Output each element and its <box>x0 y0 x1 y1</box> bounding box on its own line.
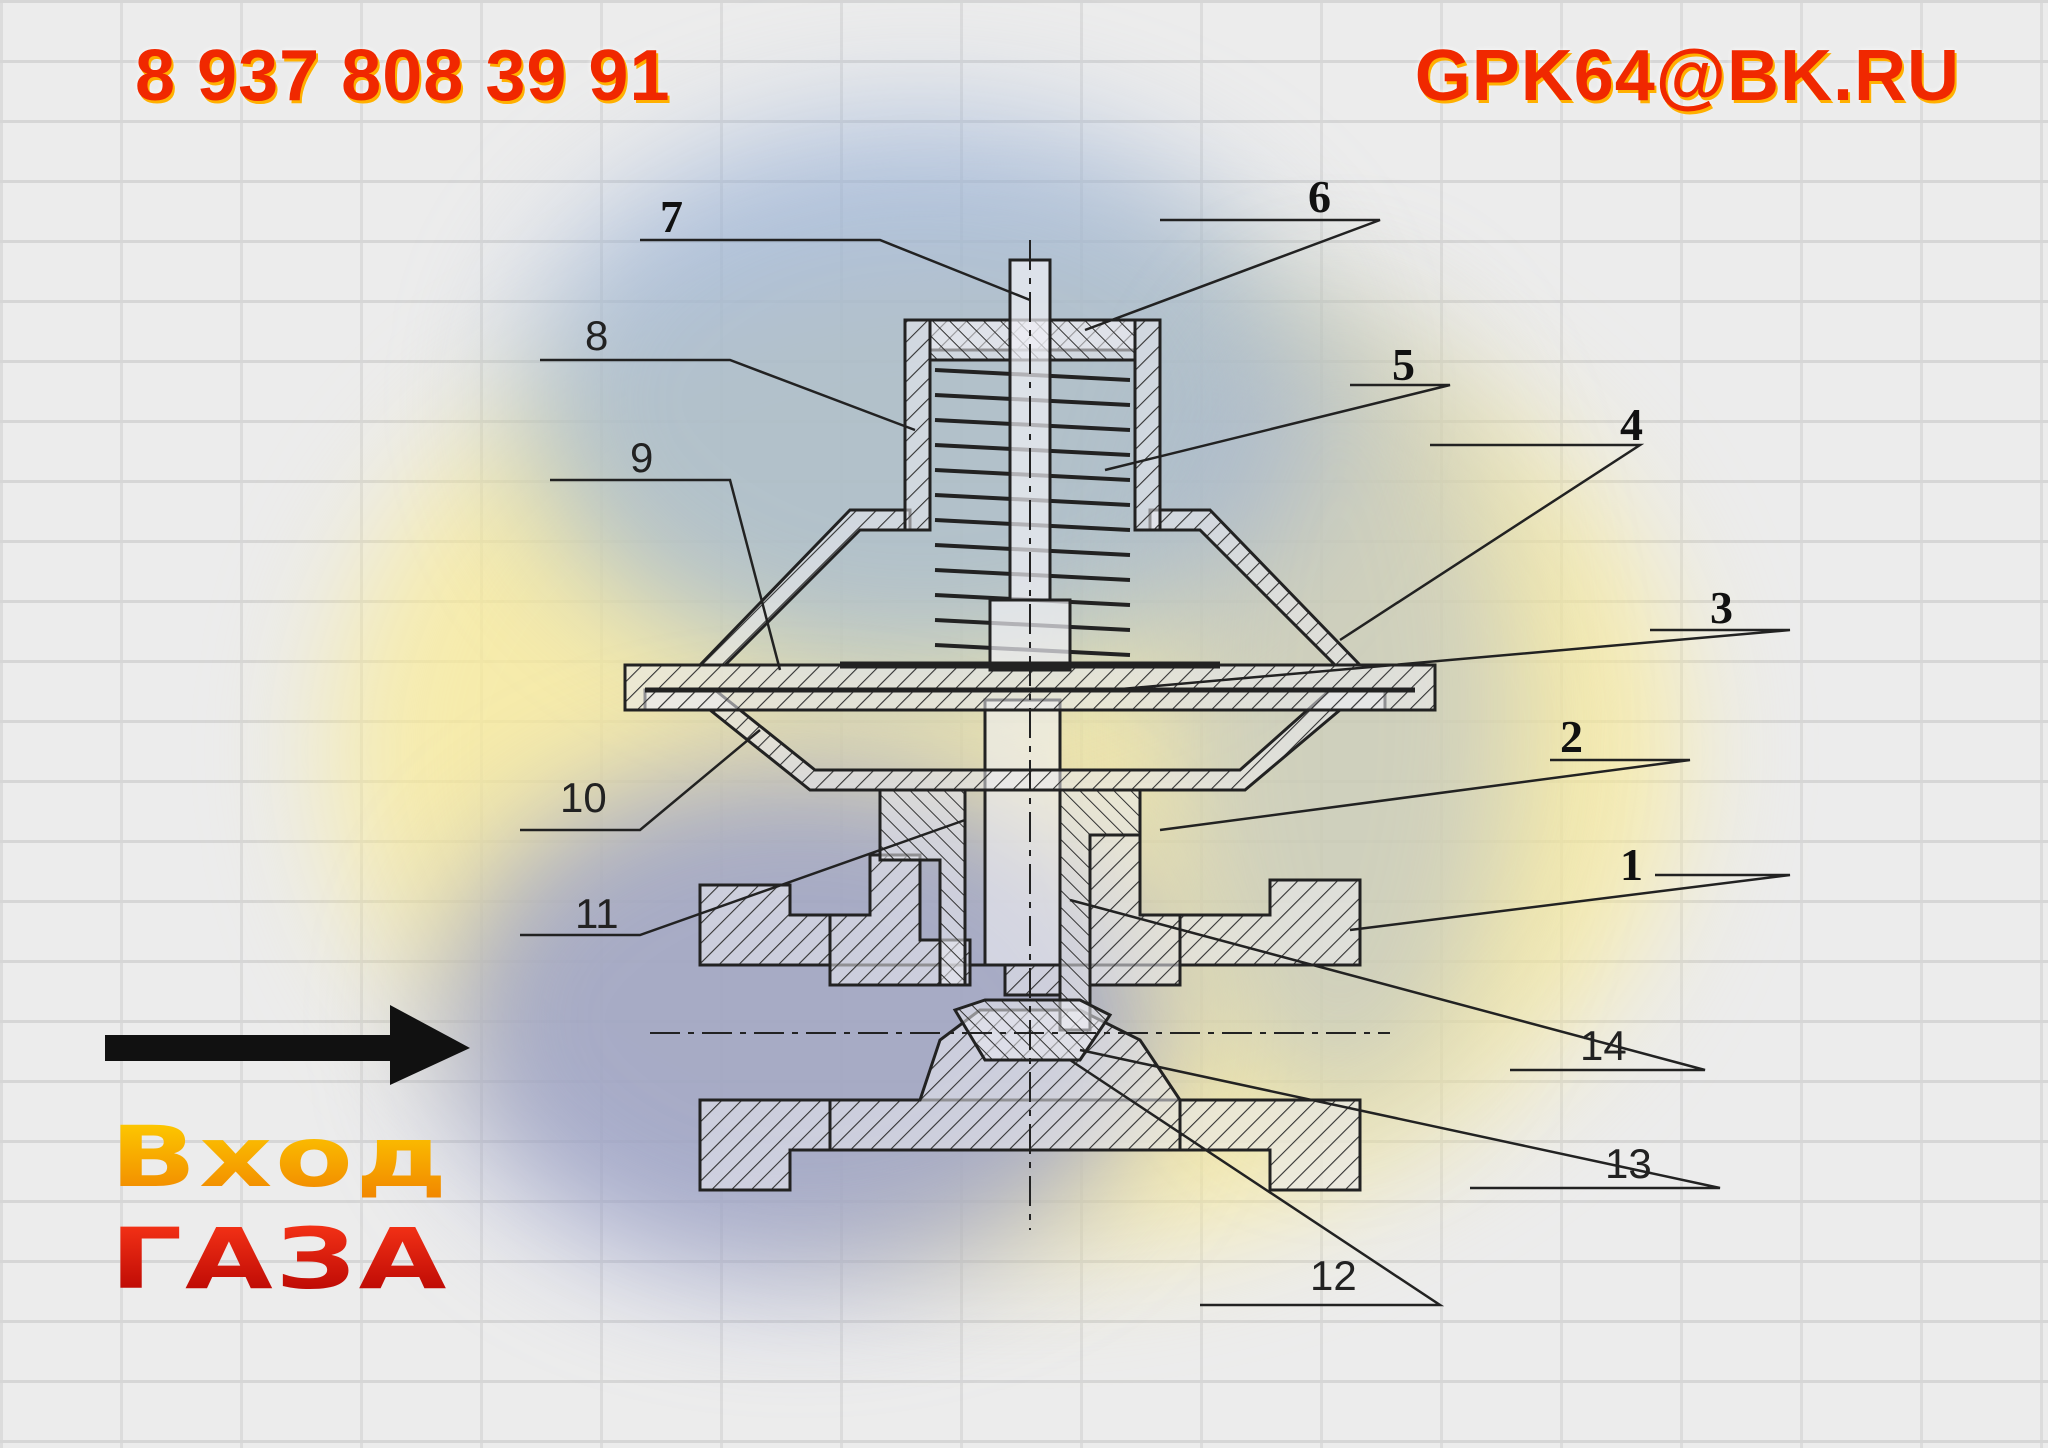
body-right-flange-lower <box>1178 1098 1362 1192</box>
phone-number: 8 937 808 39 91 <box>135 36 671 116</box>
body-left-flange <box>698 883 832 967</box>
body-left-flange-lower <box>698 1098 832 1192</box>
callout-12: 12 <box>1310 1252 1357 1299</box>
email-address: GPK64@BK.RU <box>1414 36 1960 116</box>
callout-2: 2 <box>1560 711 1583 762</box>
callout-4: 4 <box>1620 399 1643 450</box>
callout-8: 8 <box>585 312 608 359</box>
upper-cover <box>696 508 912 667</box>
stem <box>983 698 1062 967</box>
callout-6: 6 <box>1308 171 1331 222</box>
inlet-label-line1: Вход <box>110 1108 450 1206</box>
callout-13: 13 <box>1605 1140 1652 1187</box>
leader-lines <box>520 218 1791 1307</box>
inlet-arrow-icon <box>105 1005 470 1085</box>
callout-3: 3 <box>1710 582 1733 633</box>
callout-11: 11 <box>575 890 619 937</box>
callout-1: 1 <box>1620 839 1643 890</box>
seat-lower <box>828 1008 1182 1152</box>
callout-5: 5 <box>1392 339 1415 390</box>
inlet-label-line2: ГАЗА <box>110 1210 450 1308</box>
callout-14: 14 <box>1580 1022 1627 1069</box>
upper-cover-right <box>1148 508 1364 667</box>
body-upper <box>828 853 972 987</box>
callout-7: 7 <box>660 191 683 242</box>
callout-9: 9 <box>630 434 653 481</box>
plug-insert <box>1003 963 1062 997</box>
callout-10: 10 <box>560 774 607 821</box>
valve-plug <box>952 998 1113 1062</box>
